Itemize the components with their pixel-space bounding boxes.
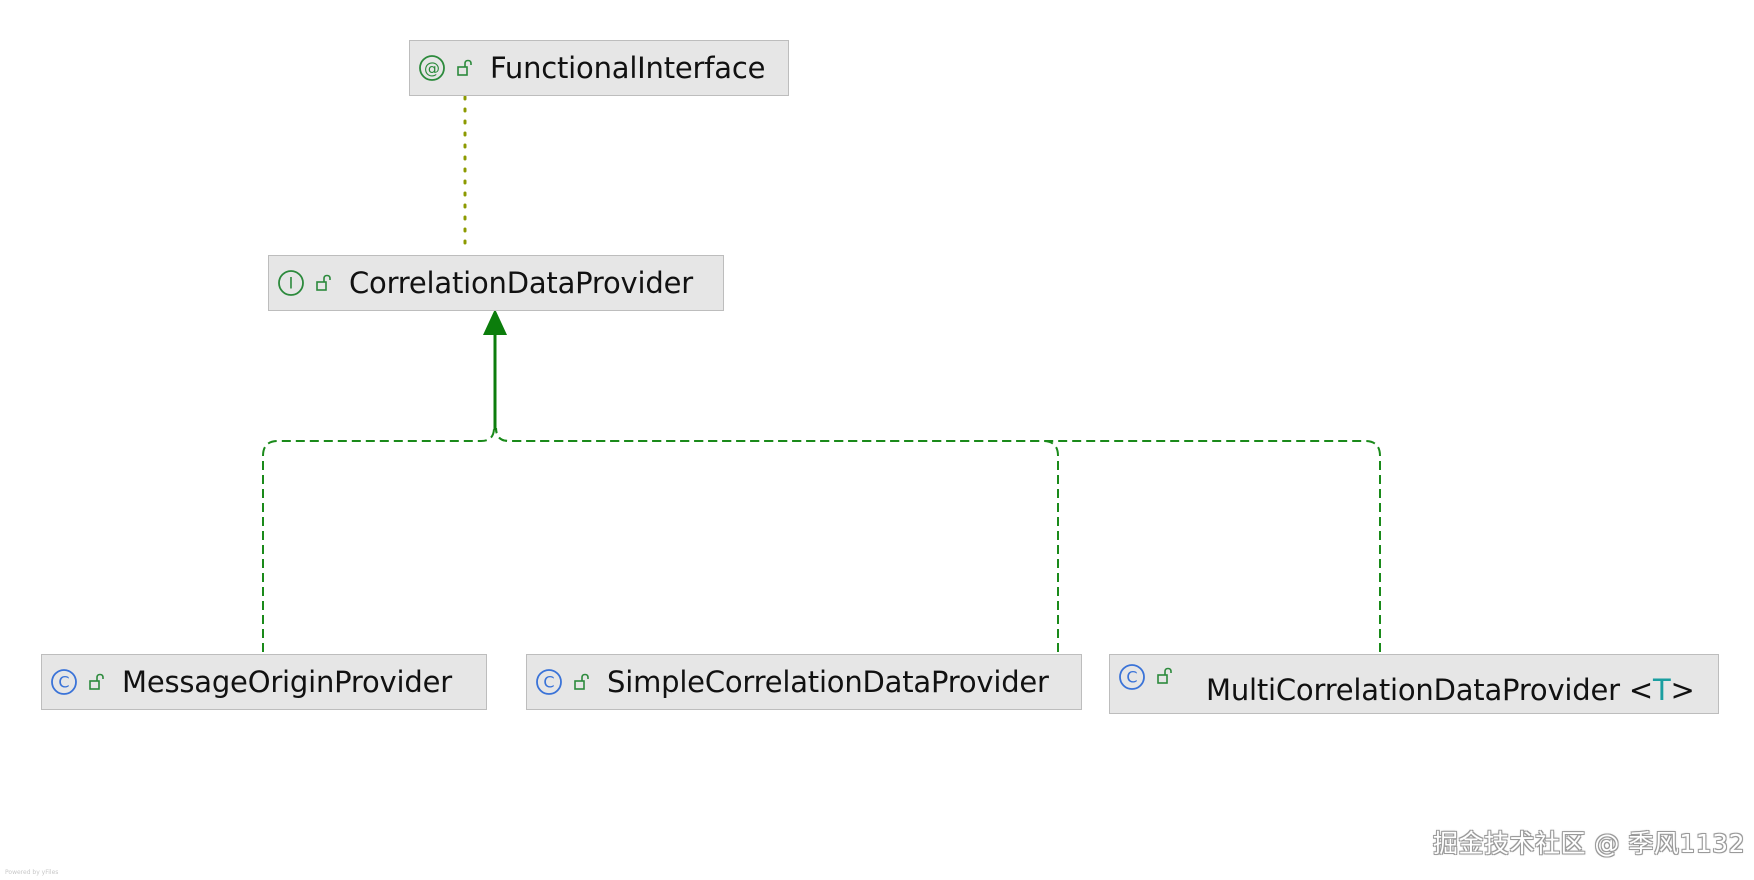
watermark: 掘金技术社区 @ 季风1132 <box>1432 829 1745 858</box>
class-icon: C <box>50 668 78 696</box>
type-bracket-close: > <box>1670 673 1695 707</box>
node-functional-interface[interactable]: @ FunctionalInterface <box>409 40 789 96</box>
node-label: MessageOriginProvider <box>122 665 452 699</box>
node-label: SimpleCorrelationDataProvider <box>607 665 1049 699</box>
node-correlation-data-provider[interactable]: I CorrelationDataProvider <box>268 255 724 311</box>
node-label: FunctionalInterface <box>490 51 766 85</box>
node-message-origin-provider[interactable]: C MessageOriginProvider <box>41 654 487 710</box>
class-icon: C <box>535 668 563 696</box>
edge-multi-correlation-data-provider <box>495 427 1381 652</box>
implements-edges <box>262 427 1381 652</box>
node-simple-correlation-data-provider[interactable]: C SimpleCorrelationDataProvider <box>526 654 1082 710</box>
edge-message-origin-provider <box>262 427 495 652</box>
annotation-icon: @ <box>418 54 446 82</box>
unlocked-icon <box>456 59 474 77</box>
node-multi-correlation-data-provider[interactable]: C MultiCorrelationDataProvider <T> <box>1109 654 1719 714</box>
svg-text:C: C <box>58 673 69 692</box>
interface-icon: I <box>277 269 305 297</box>
unlocked-icon <box>88 673 106 691</box>
unlocked-icon <box>573 673 591 691</box>
node-label: MultiCorrelationDataProvider <T> <box>1206 673 1695 707</box>
unlocked-icon <box>315 274 333 292</box>
footer-note: Powered by yFiles <box>5 869 59 876</box>
svg-text:I: I <box>289 274 294 293</box>
svg-text:C: C <box>1126 668 1137 687</box>
implements-arrowhead <box>483 309 507 335</box>
edge-simple-correlation-data-provider <box>495 427 1059 652</box>
type-parameter: T <box>1652 673 1671 707</box>
node-label: CorrelationDataProvider <box>349 266 693 300</box>
svg-text:@: @ <box>424 59 440 78</box>
class-icon: C <box>1118 663 1146 691</box>
class-name: MultiCorrelationDataProvider <box>1206 673 1620 707</box>
unlocked-icon <box>1156 667 1174 685</box>
type-bracket-open: < <box>1619 673 1653 707</box>
svg-text:C: C <box>543 673 554 692</box>
